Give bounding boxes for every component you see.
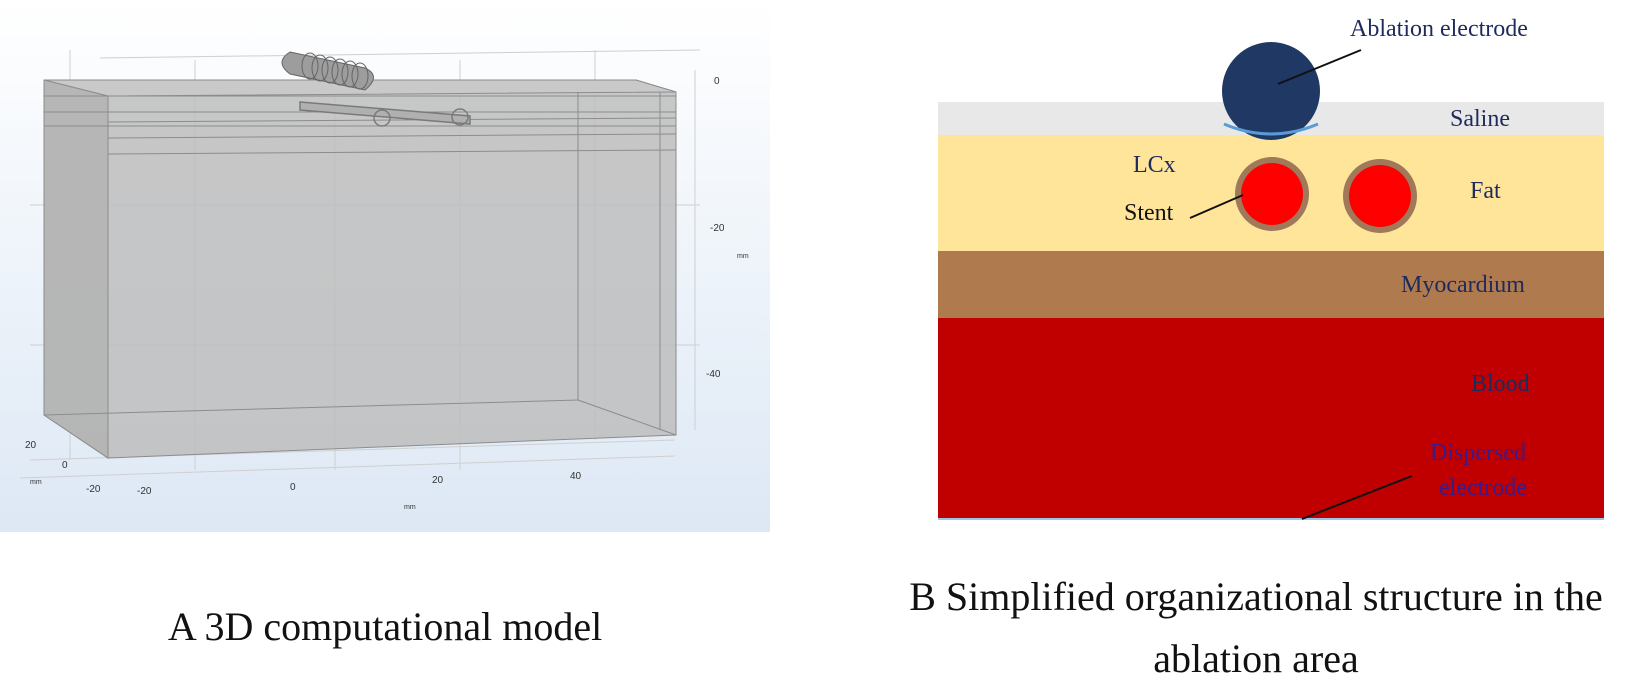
block-side-face xyxy=(43,79,109,459)
y-tick-0: 0 xyxy=(62,460,68,471)
label-electrode: electrode xyxy=(1439,475,1527,501)
vessel-tubes xyxy=(299,101,471,127)
z-tick-minus20: -20 xyxy=(710,223,725,234)
z-tick-minus40: -40 xyxy=(706,369,721,380)
electrode-contact-edge xyxy=(1223,122,1319,136)
layer-planes xyxy=(43,92,677,436)
panel-a-3d-model: 0 -20 mm -40 -20 0 20 40 mm 20 0 mm -20 xyxy=(0,0,770,532)
panel-b-structure: Ablation electrode Saline LCx Stent Fat … xyxy=(920,0,1652,532)
3d-model-figure: 0 -20 mm -40 -20 0 20 40 mm 20 0 mm -20 xyxy=(0,0,770,532)
x-tick-40: 40 xyxy=(570,471,582,482)
caption-a: A 3D computational model xyxy=(167,604,603,649)
label-ablation-electrode: Ablation electrode xyxy=(1350,16,1528,42)
z-tick-0: 0 xyxy=(714,76,720,87)
label-fat: Fat xyxy=(1470,178,1501,204)
caption-b-line1: B Simplified organizational structure in… xyxy=(909,574,1603,619)
z-unit: mm xyxy=(737,253,749,260)
lcx-vessel-1 xyxy=(1241,163,1303,225)
x-tick-minus20: -20 xyxy=(137,486,152,497)
y-tick-minus20: -20 xyxy=(86,484,101,495)
catheter-electrode xyxy=(281,51,374,91)
lcx-vessel-2 xyxy=(1349,165,1411,227)
myocardium-layer xyxy=(938,251,1604,318)
caption-b: B Simplified organizational structure in… xyxy=(860,566,1652,690)
caption-b-line2: ablation area xyxy=(1153,636,1359,681)
label-stent: Stent xyxy=(1124,200,1174,226)
label-lcx: LCx xyxy=(1133,152,1176,178)
label-dispersed: Dispersed xyxy=(1430,440,1526,466)
y-tick-20: 20 xyxy=(25,440,37,451)
x-unit: mm xyxy=(404,504,416,511)
leader-dispersed-electrode xyxy=(1301,475,1413,520)
ablation-electrode xyxy=(1222,42,1320,140)
y-unit: mm xyxy=(30,479,42,486)
blood-layer xyxy=(938,318,1604,520)
x-tick-20: 20 xyxy=(432,475,444,486)
label-myocardium: Myocardium xyxy=(1401,272,1525,298)
label-blood: Blood xyxy=(1471,371,1530,397)
x-tick-0: 0 xyxy=(290,482,296,493)
leader-ablation-electrode xyxy=(1277,49,1362,85)
label-saline: Saline xyxy=(1450,106,1510,132)
leader-stent xyxy=(1189,194,1244,219)
structure-diagram: Ablation electrode Saline LCx Stent Fat … xyxy=(938,16,1604,520)
